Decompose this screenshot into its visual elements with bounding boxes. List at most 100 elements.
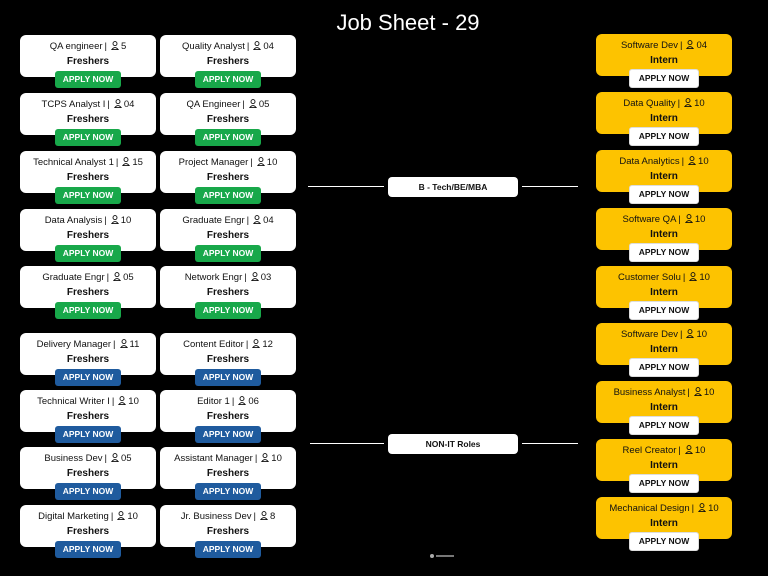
openings-count: 10 xyxy=(266,157,278,168)
openings-count: 10 xyxy=(694,214,706,225)
apply-now-button[interactable]: APPLY NOW xyxy=(195,541,261,558)
job-role-line: Content Editor|12 xyxy=(183,339,273,350)
openings-count: 10 xyxy=(696,329,708,340)
apply-now-button[interactable]: APPLY NOW xyxy=(629,243,699,262)
person-icon xyxy=(238,396,247,405)
apply-now-button[interactable]: APPLY NOW xyxy=(55,483,121,500)
person-icon xyxy=(110,215,119,224)
apply-now-button[interactable]: APPLY NOW xyxy=(55,129,121,146)
apply-now-button[interactable]: APPLY NOW xyxy=(55,426,121,443)
openings-count: 11 xyxy=(129,339,140,350)
apply-now-button[interactable]: APPLY NOW xyxy=(195,129,261,146)
job-role-line: Data Quality|10 xyxy=(623,98,705,109)
apply-now-button[interactable]: APPLY NOW xyxy=(629,69,699,88)
job-role-title: Data Analysis xyxy=(44,215,103,226)
connector-line-right-nonit xyxy=(522,443,578,444)
apply-now-button[interactable]: APPLY NOW xyxy=(195,245,261,262)
brand-logo xyxy=(428,552,458,562)
job-role-title: QA Engineer xyxy=(186,99,241,110)
apply-now-button[interactable]: APPLY NOW xyxy=(629,127,699,146)
apply-now-button[interactable]: APPLY NOW xyxy=(195,187,261,204)
apply-now-button[interactable]: APPLY NOW xyxy=(629,358,699,377)
job-role-line: Delivery Manager|11 xyxy=(36,339,140,350)
openings-count: 10 xyxy=(128,396,139,407)
job-role-title: Project Manager xyxy=(178,157,249,168)
openings-count: 8 xyxy=(269,511,276,522)
apply-now-button[interactable]: APPLY NOW xyxy=(55,245,121,262)
openings-count: 04 xyxy=(263,215,274,226)
apply-now-button[interactable]: APPLY NOW xyxy=(195,483,261,500)
experience-level: Freshers xyxy=(66,468,110,479)
job-role-title: Customer Solu xyxy=(618,272,681,283)
openings-count: 04 xyxy=(696,40,708,51)
openings-count: 10 xyxy=(699,272,710,283)
openings-count: 04 xyxy=(263,41,274,52)
apply-now-button[interactable]: APPLY NOW xyxy=(55,541,121,558)
apply-now-button[interactable]: APPLY NOW xyxy=(195,302,261,319)
apply-now-button[interactable]: APPLY NOW xyxy=(55,187,121,204)
openings-count: 05 xyxy=(123,272,134,283)
apply-now-button[interactable]: APPLY NOW xyxy=(195,369,261,386)
job-role-title: Software QA xyxy=(622,214,677,225)
connector-line-left-btech xyxy=(308,186,384,187)
experience-level: Intern xyxy=(650,229,678,240)
experience-level: Intern xyxy=(650,344,678,355)
connector-line-left-nonit xyxy=(310,443,384,444)
apply-now-button[interactable]: APPLY NOW xyxy=(55,71,121,88)
apply-now-button[interactable]: APPLY NOW xyxy=(629,532,699,551)
person-icon xyxy=(256,157,265,166)
job-role-title: Technical Writer I xyxy=(37,396,110,407)
person-icon xyxy=(684,445,693,454)
job-role-line: Graduate Engr|04 xyxy=(182,215,274,226)
apply-now-button[interactable]: APPLY NOW xyxy=(55,302,121,319)
openings-count: 10 xyxy=(703,387,715,398)
apply-now-button[interactable]: APPLY NOW xyxy=(629,474,699,493)
job-role-title: Data Quality xyxy=(623,98,676,109)
experience-level: Freshers xyxy=(66,354,110,365)
job-role-title: Quality Analyst xyxy=(182,41,245,52)
person-icon xyxy=(693,387,702,396)
apply-now-button[interactable]: APPLY NOW xyxy=(629,416,699,435)
person-icon xyxy=(684,98,693,107)
apply-now-button[interactable]: APPLY NOW xyxy=(629,301,699,320)
person-icon xyxy=(688,156,697,165)
job-role-line: Editor 1|06 xyxy=(197,396,259,407)
person-icon xyxy=(118,396,127,405)
apply-now-button[interactable]: APPLY NOW xyxy=(55,369,121,386)
job-role-line: Digital Marketing|10 xyxy=(38,511,138,522)
openings-count: 10 xyxy=(120,215,132,226)
job-role-line: Software Dev|04 xyxy=(620,40,708,51)
person-icon xyxy=(117,511,126,520)
job-role-title: QA engineer xyxy=(49,41,103,52)
experience-level: Freshers xyxy=(66,411,110,422)
experience-level: Freshers xyxy=(206,411,250,422)
person-icon xyxy=(698,503,707,512)
apply-now-button[interactable]: APPLY NOW xyxy=(195,426,261,443)
openings-count: 06 xyxy=(248,396,259,407)
job-role-title: Business Analyst xyxy=(613,387,686,398)
apply-now-button[interactable]: APPLY NOW xyxy=(195,71,261,88)
openings-count: 10 xyxy=(694,445,706,456)
experience-level: Intern xyxy=(650,402,678,413)
openings-count: 15 xyxy=(132,157,143,168)
job-role-line: Data Analytics|10 xyxy=(619,156,709,167)
experience-level: Freshers xyxy=(206,230,250,241)
apply-now-button[interactable]: APPLY NOW xyxy=(629,185,699,204)
job-role-line: Project Manager|10 xyxy=(178,157,278,168)
